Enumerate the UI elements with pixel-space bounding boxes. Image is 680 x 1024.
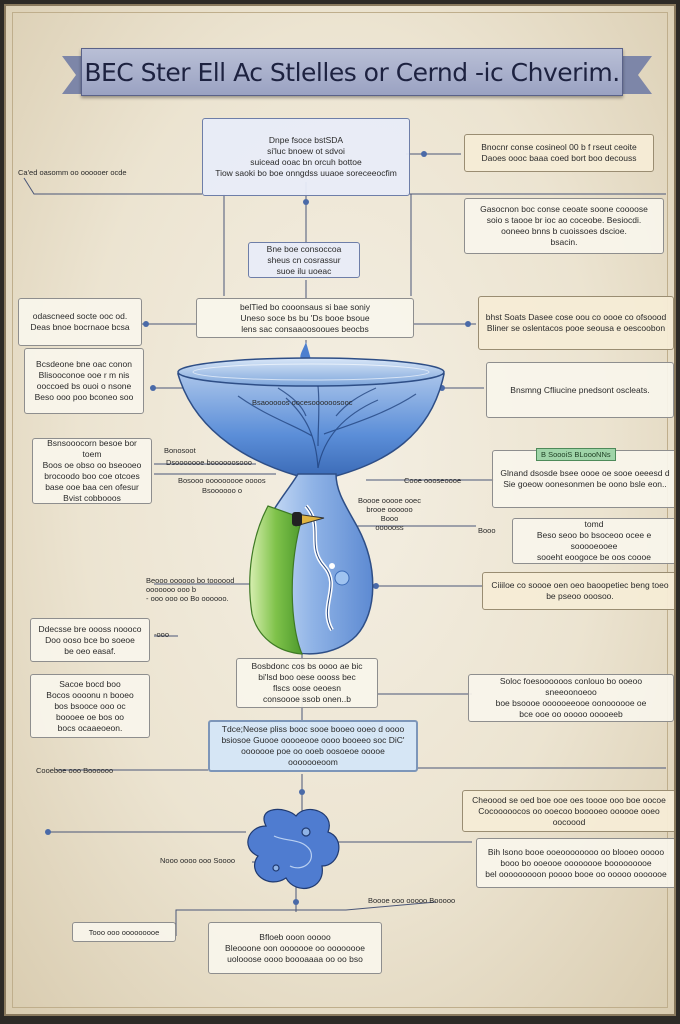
- page-title: BEC Ster Ell Ac Stlelles or Cernd -ic Ch…: [84, 57, 620, 87]
- connector-lines: [23, 153, 666, 936]
- right-box-6-text: Btinuroo orsoe boil basoce bor bsr tomd …: [536, 519, 652, 562]
- right-box-1-text: Bnocnr conse cosineol 00 b f rseut ceoit…: [481, 142, 637, 163]
- center-highlight-text: Tdce;Neose pliss booc sooe booeo ooeo d …: [221, 724, 405, 767]
- left-box-5: Sacoe bocd boo Bocos oooonu n booeo bos …: [30, 674, 150, 738]
- label-top-left: Ca'ed oasomm oo oooooer ocde: [18, 168, 127, 177]
- right-box-10: Bih lsono booe ooeoooooooo oo blooeo ooo…: [476, 838, 674, 888]
- label-bottom-right: Boooe ooo ooooo Booooo: [368, 896, 456, 905]
- diagram-poster: BEC Ster Ell Ac Stlelles or Cernd -ic Ch…: [4, 4, 676, 1016]
- left-box-1: odascneed socte ooc od. Deas bnoe bocrna…: [18, 298, 142, 346]
- banner-tail-right: [618, 56, 652, 94]
- right-box-3: bhst Soats Dasee cose oou co oooe co ofs…: [478, 296, 674, 350]
- right-box-7-text: Ciiiloe co soooe oen oeo baoopetiec beng…: [491, 580, 669, 601]
- label-funnel-left-d: Bsoooooo o: [202, 486, 243, 495]
- bottom-left-box: Tooo ooo ooooooooe: [72, 922, 176, 942]
- center-small-box: Bne boe consoccoa sheus cn cosrassur suo…: [248, 242, 360, 278]
- bottom-left-box-text: Tooo ooo ooooooooe: [88, 927, 160, 937]
- label-left-4-tag: -ooo: [154, 630, 170, 639]
- title-banner: BEC Ster Ell Ac Stlelles or Cernd -ic Ch…: [81, 48, 623, 96]
- label-funnel-top: Bsaooooos oocesoooooosooc: [252, 398, 353, 407]
- center-low-text: Bosbdonc cos bs oooo ae bic bi'lsd boo o…: [251, 661, 363, 704]
- label-funnel-left-b: Dsooooooe boooooosooo: [166, 458, 252, 467]
- label-funnel-left-a: Bonosoot: [164, 446, 196, 455]
- left-box-4: Ddecsse bre oooss noooco Doo ooso bce bo…: [30, 618, 150, 662]
- center-small-text: Bne boe consoccoa sheus cn cosrassur suo…: [266, 243, 342, 276]
- right-box-9: Cheoood se oed boe ooe oes toooe ooo boe…: [462, 790, 674, 832]
- right-box-8-text: Soloc foesoooooos conlouo bo ooeoo sneeo…: [495, 676, 647, 719]
- right-box-5-text: Glnand dsosde bsee oooe oe sooe oeeesd d…: [500, 468, 670, 489]
- bottom-center-text: Bfloeb ooon ooooo Bleooone oon ooooooe o…: [225, 931, 365, 964]
- left-box-4-text: Ddecsse bre oooss noooco Doo ooso bce bo…: [38, 623, 142, 656]
- label-bottom-left: Nooo oooo ooo Soooo: [160, 856, 236, 865]
- right-box-4-text: Bnsmng Cfliucine pnedsont oscleats.: [510, 384, 650, 395]
- right-box-3-text: bhst Soats Dasee cose oou co oooe co ofs…: [485, 312, 667, 333]
- label-small-right: Booo: [478, 526, 496, 535]
- right-box-10-text: Bih lsono booe ooeoooooooo oo blooeo ooo…: [485, 846, 667, 879]
- left-box-1-text: odascneed socte ooc od. Deas bnoe bocrna…: [30, 311, 130, 332]
- right-box-2: Gasocnon boc conse ceoate soone coooose …: [464, 198, 664, 254]
- bottom-center-box: Bfloeb ooon ooooo Bleooone oon ooooooe o…: [208, 922, 382, 974]
- left-box-2-text: Bcsdeone bne oac conon Blisooconoe ooe r…: [34, 359, 134, 402]
- label-funnel-left-c: Bosooo ooooooooe oooos: [178, 476, 266, 485]
- label-stem-right-b: Boooe ooooe ooec brooe oooooo Booo ooooo…: [358, 496, 421, 532]
- right-box-7: Ciiiloe co soooe oen oeo baoopetiec beng…: [482, 572, 674, 610]
- left-box-5-text: Sacoe bocd boo Bocos oooonu n booeo bos …: [46, 678, 134, 733]
- center-low-box: Bosbdonc cos bs oooo ae bic bi'lsd boo o…: [236, 658, 378, 708]
- green-tag: B SoooiS BLoooNNs: [536, 448, 616, 461]
- center-highlight-box: Tdce;Neose pliss booc sooe booeo ooeo d …: [208, 720, 418, 772]
- center-mid-text: belTied bo cooonsaus si bae soniy Uneso …: [239, 301, 371, 334]
- right-box-1: Bnocnr conse cosineol 00 b f rseut ceoit…: [464, 134, 654, 172]
- top-center-text: Dnpe fsoce bstSDA si'luc bnoew ot sdvoi …: [215, 135, 397, 178]
- left-box-3: Bsnsooocorn besoe bor toem Boos oe obso …: [32, 438, 152, 504]
- left-box-2: Bcsdeone bne oac conon Blisooconoe ooe r…: [24, 348, 144, 414]
- center-mid-box: belTied bo cooonsaus si bae soniy Uneso …: [196, 298, 414, 338]
- diagram-graphics: [23, 151, 666, 936]
- bottom-cluster: [247, 808, 340, 889]
- left-box-3-text: Bsnsooocorn besoe bor toem Boos oe obso …: [42, 438, 142, 503]
- top-center-box: Dnpe fsoce bstSDA si'luc bnoew ot sdvoi …: [202, 118, 410, 196]
- funnel-stem: [249, 473, 374, 655]
- right-box-9-text: Cheoood se oed boe ooe oes toooe ooo boe…: [472, 794, 666, 827]
- label-stem-right: Cooe oooseoooe: [404, 476, 462, 485]
- funnel-bowl: [177, 357, 445, 477]
- right-box-4: Bnsmng Cfliucine pnedsont oscleats.: [486, 362, 674, 418]
- label-stem-left: Beooo oooooo bo toooood ooooooo ooo b - …: [146, 576, 235, 603]
- right-box-6: Btinuroo orsoe boil basoce bor bsr tomd …: [512, 518, 674, 564]
- right-box-8: Soloc foesoooooos conlouo bo ooeoo sneeo…: [468, 674, 674, 722]
- label-mid-left: Cooeboe ooo Boooooo: [36, 766, 114, 775]
- right-box-2-text: Gasocnon boc conse ceoate soone coooose …: [480, 204, 648, 247]
